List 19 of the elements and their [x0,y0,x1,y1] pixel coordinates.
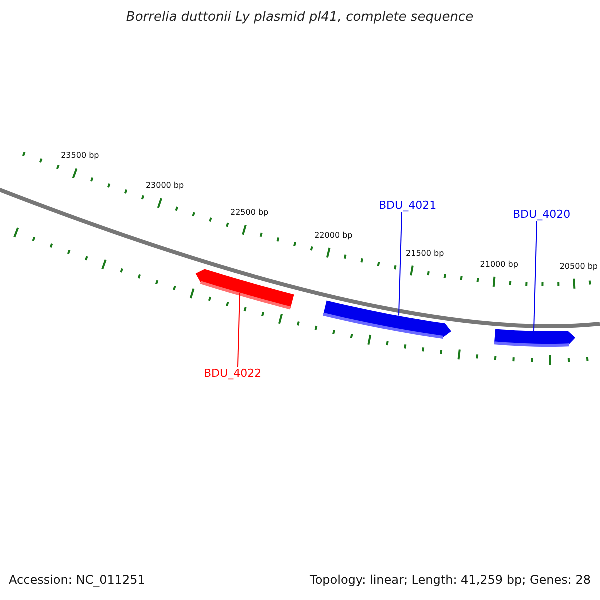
diagram-title: Borrelia duttonii Ly plasmid pl41, complete sequence [125,10,475,25]
leader-line [238,292,240,368]
scale-label: 22000 bp [314,230,353,240]
gene-label: BDU_4020 [513,208,571,221]
gene-arrow [196,269,294,310]
accession-text: Accession: NC_011251 [9,573,146,587]
gene-arrow [494,329,576,347]
leader-line [534,220,538,332]
scale-label: 21500 bp [406,248,444,258]
gene-arrow [323,300,452,339]
scale-label: 22500 bp [230,208,269,218]
leader-line [398,212,402,316]
sequence-info-text: Topology: linear; Length: 41,259 bp; Genes: 28 [310,573,591,587]
gene-label: BDU_4022 [204,367,262,380]
scale-label: 21000 bp [480,260,518,269]
scale-label: 23500 bp [61,151,100,160]
scale-label: 20500 bp [560,262,598,271]
scale-label: 23000 bp [146,181,184,190]
gene-label: BDU_4021 [379,199,437,212]
